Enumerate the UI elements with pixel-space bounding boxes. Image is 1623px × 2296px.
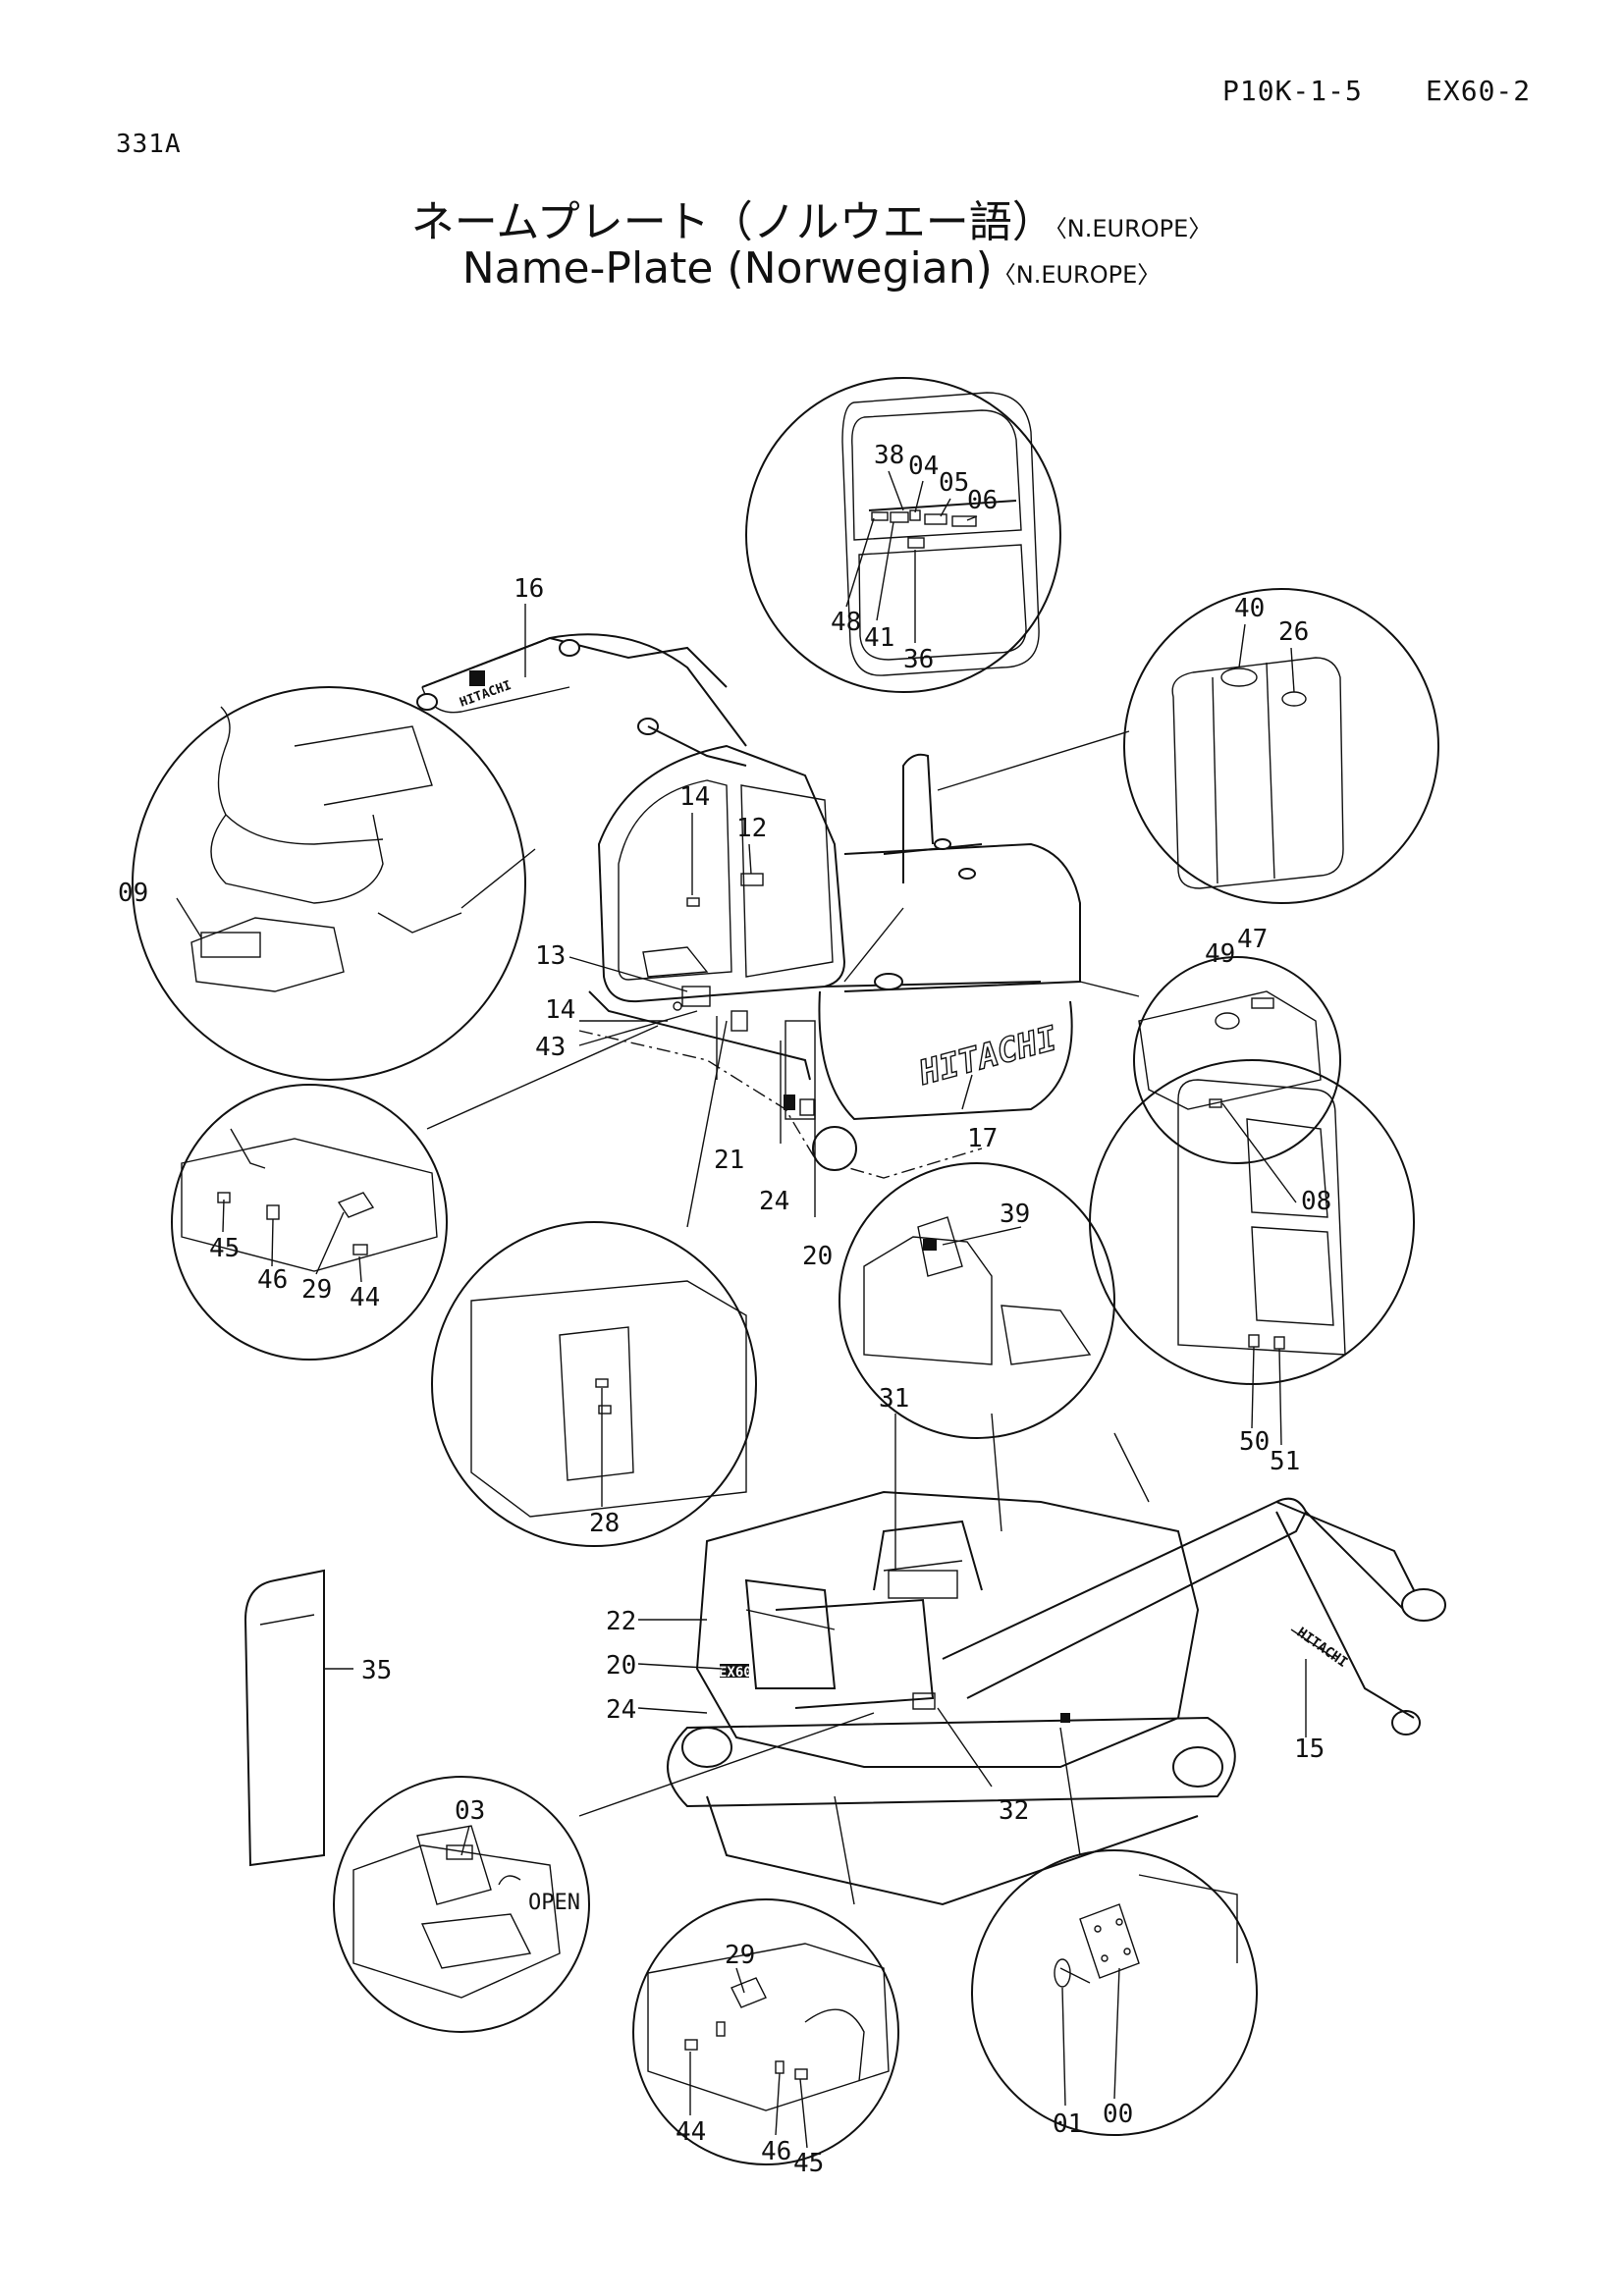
callout-14-cab: 14 — [679, 782, 710, 812]
callout-44-left: 44 — [350, 1283, 380, 1312]
callout-29-left: 29 — [301, 1275, 332, 1305]
detail-side-door — [431, 1221, 757, 1547]
upper-excavator-view: HITACHI — [416, 636, 1081, 1179]
callout-40: 40 — [1234, 594, 1265, 623]
detail-pin-plate — [971, 1849, 1258, 2136]
callout-24-upper: 24 — [759, 1187, 789, 1216]
callout-48: 48 — [831, 608, 861, 637]
detail-engine-cover — [1133, 956, 1341, 1164]
detail-toolbox — [333, 1776, 590, 2033]
detail-cab-window — [745, 377, 1061, 693]
callout-16: 16 — [514, 574, 544, 604]
boom-brand-text: HITACHI — [1294, 1625, 1351, 1671]
title-japanese-region: 〈N.EUROPE〉 — [1055, 215, 1213, 242]
callout-45-lower: 45 — [793, 2149, 824, 2178]
callout-49: 49 — [1205, 939, 1235, 969]
callout-26: 26 — [1278, 617, 1309, 647]
leader-lines — [176, 604, 1307, 1905]
callout-24-lower: 24 — [606, 1695, 636, 1725]
callout-20-upper: 20 — [802, 1242, 833, 1271]
callout-17: 17 — [967, 1124, 998, 1153]
detail-frame-left — [171, 1084, 448, 1361]
title-english: Name-Plate (Norwegian)〈N.EUROPE〉 — [0, 243, 1623, 294]
callout-45-left: 45 — [209, 1234, 240, 1263]
callout-41: 41 — [864, 623, 894, 653]
section-number: 331A — [116, 130, 182, 159]
callout-50: 50 — [1239, 1427, 1270, 1457]
detail-seat — [132, 686, 526, 1081]
detail-cab-door — [1089, 1059, 1415, 1385]
callout-08: 08 — [1301, 1187, 1331, 1216]
detail-frame-right — [632, 1898, 899, 2165]
callout-29-lower: 29 — [725, 1941, 755, 1970]
callout-04: 04 — [908, 452, 939, 481]
callout-39: 39 — [1000, 1200, 1030, 1229]
title-japanese-text: ネームプレート（ノルウエー語） — [410, 197, 1055, 247]
callout-13: 13 — [535, 941, 566, 971]
callout-32: 32 — [999, 1796, 1029, 1826]
callout-36: 36 — [903, 645, 934, 674]
callout-44-lower: 44 — [676, 2117, 706, 2147]
model-number: EX60-2 — [1426, 75, 1532, 107]
callout-22: 22 — [606, 1607, 636, 1636]
callout-15: 15 — [1294, 1735, 1325, 1764]
callout-43: 43 — [535, 1033, 566, 1062]
callout-14-side: 14 — [545, 995, 575, 1025]
callout-28: 28 — [589, 1509, 620, 1538]
brand-logo-text: HITACHI — [914, 1019, 1061, 1094]
callout-12: 12 — [736, 814, 767, 843]
loose-decal — [243, 1569, 325, 1867]
callout-09: 09 — [118, 879, 148, 908]
callout-00: 00 — [1103, 2100, 1133, 2129]
callout-46-lower: 46 — [761, 2137, 791, 2166]
callout-leaders — [222, 470, 1297, 2149]
callout-05: 05 — [939, 468, 969, 498]
callout-31: 31 — [879, 1384, 909, 1414]
callouts: 16 38 04 05 06 48 41 36 40 26 09 14 12 1… — [118, 441, 1331, 2178]
callout-38: 38 — [874, 441, 904, 470]
callout-46-left: 46 — [257, 1265, 288, 1295]
callout-21: 21 — [714, 1146, 744, 1175]
callout-35: 35 — [361, 1656, 392, 1685]
callout-06: 06 — [967, 486, 998, 515]
callout-20-lower: 20 — [606, 1651, 636, 1681]
open-label: OPEN — [528, 1891, 580, 1915]
callout-51: 51 — [1270, 1447, 1300, 1476]
model-plate-text: EX60 — [719, 1665, 752, 1681]
boom-upper: HITACHI — [421, 633, 747, 747]
title-japanese: ネームプレート（ノルウエー語）〈N.EUROPE〉 — [0, 187, 1623, 249]
detail-control-lever — [839, 1162, 1115, 1439]
callout-03: 03 — [455, 1796, 485, 1826]
lower-excavator-view: EX60 HITACHI — [667, 1490, 1446, 1906]
title-english-text: Name-Plate (Norwegian) — [461, 243, 993, 294]
title-english-region: 〈N.EUROPE〉 — [992, 261, 1162, 289]
page-code: P10K-1-5 — [1222, 75, 1363, 107]
callout-47: 47 — [1237, 925, 1268, 954]
callout-01: 01 — [1053, 2109, 1083, 2139]
